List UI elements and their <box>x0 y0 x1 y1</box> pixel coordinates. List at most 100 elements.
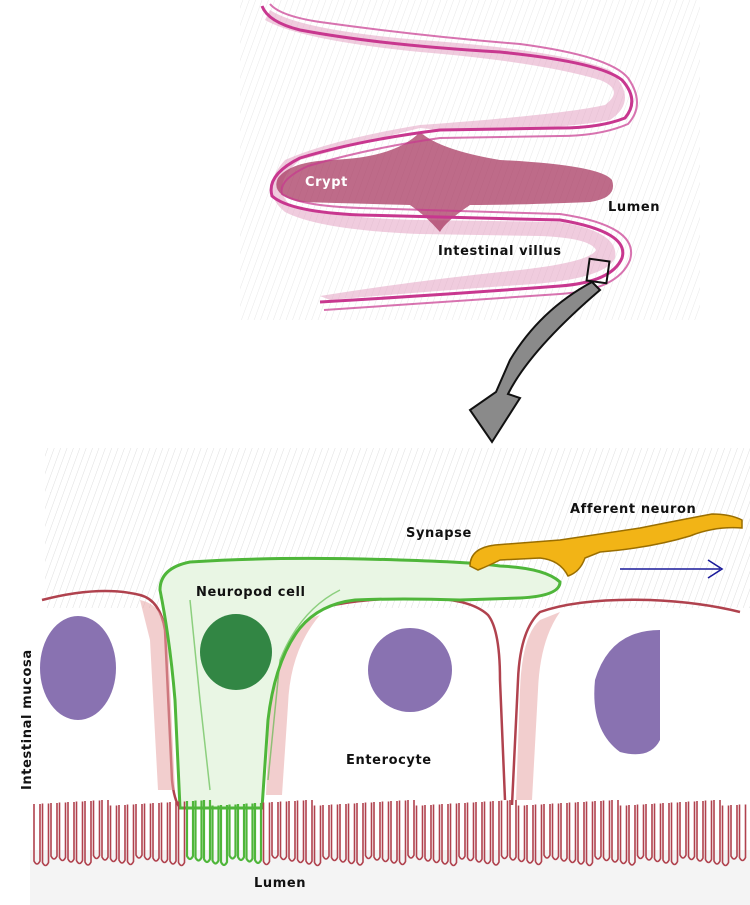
signal-direction-arrow <box>620 559 724 579</box>
label-neuropod-cell: Neuropod cell <box>196 585 306 600</box>
microvillus <box>356 803 364 866</box>
microvillus <box>202 800 212 864</box>
microvillus <box>373 802 381 861</box>
microvillus <box>347 803 356 865</box>
microvillus <box>228 804 237 860</box>
microvillus <box>245 803 254 863</box>
microvillus <box>219 805 229 867</box>
enterocyte-left-wall <box>41 589 182 809</box>
microvillus <box>126 804 135 866</box>
microvillus <box>169 802 177 865</box>
neuropod-process-inner <box>189 589 341 791</box>
label-lumen-top: Lumen <box>608 200 661 215</box>
microvillus <box>628 805 636 866</box>
microvillus <box>92 800 101 860</box>
enterocyte-nucleus-left <box>40 616 116 720</box>
microvillus <box>152 803 160 862</box>
microvillus <box>330 804 339 862</box>
microvillus <box>534 804 543 866</box>
microvillus <box>670 802 679 866</box>
microvillus <box>288 801 296 862</box>
microvillus <box>543 804 551 859</box>
neuropod-nucleus <box>200 614 272 690</box>
microvillus <box>730 805 738 860</box>
microvillus <box>50 803 58 860</box>
microvillus <box>313 805 322 867</box>
label-crypt: Crypt <box>305 175 348 190</box>
microvillus <box>721 805 730 867</box>
microvillus <box>118 805 126 864</box>
microvillus <box>517 805 526 863</box>
microvillus <box>594 801 602 860</box>
microvillus <box>568 802 577 864</box>
microvillus <box>713 800 721 865</box>
microvillus <box>109 805 118 863</box>
microvillus <box>339 804 347 863</box>
microvillus <box>84 801 92 866</box>
microvillus <box>322 805 330 860</box>
microvillus <box>619 805 628 865</box>
microvillus <box>636 804 645 860</box>
villus-tissue-wash <box>265 10 625 300</box>
microvillus <box>662 803 670 864</box>
microvillus <box>305 800 313 865</box>
crypt-shape <box>276 132 614 232</box>
microvillus <box>441 804 449 865</box>
microvillus <box>296 800 305 864</box>
microvillus <box>687 801 696 861</box>
microvillus <box>160 802 169 864</box>
enterocyte-nucleus-right <box>594 630 660 755</box>
microvillus <box>236 804 246 862</box>
label-enterocyte: Enterocyte <box>346 753 432 768</box>
microvillus <box>432 804 441 864</box>
microvillus <box>560 803 568 862</box>
microvillus <box>458 803 466 860</box>
microvilli-brush-border <box>33 800 747 867</box>
label-lumen-bottom: Lumen <box>254 876 307 891</box>
microvillus <box>58 802 67 862</box>
villus-epithelium-outline <box>260 5 634 304</box>
label-intestinal-mucosa: Intestinal mucosa <box>20 649 35 790</box>
lumen-bottom-shading <box>30 850 750 905</box>
microvillus <box>611 800 619 863</box>
villus-region <box>240 0 700 320</box>
label-afferent-neuron: Afferent neuron <box>570 502 697 517</box>
microvillus <box>526 805 534 864</box>
microvillus <box>679 802 687 859</box>
microvillus <box>398 800 407 866</box>
microvillus <box>143 803 152 861</box>
label-intestinal-villus: Intestinal villus <box>438 244 562 259</box>
microvillus <box>509 800 517 861</box>
microvillus <box>577 802 585 865</box>
microvillus <box>645 804 653 861</box>
cell-region <box>30 448 750 905</box>
microvillus <box>271 802 279 859</box>
villus-epithelium-inner <box>269 3 638 311</box>
microvillus <box>390 801 398 864</box>
microvillus <box>585 801 594 867</box>
microvillus <box>67 802 75 863</box>
microvillus <box>738 804 747 862</box>
microvillus <box>407 800 415 859</box>
label-synapse: Synapse <box>406 526 472 541</box>
enterocyte-nucleus-middle <box>368 628 452 712</box>
microvillus <box>492 801 500 866</box>
microvillus <box>211 805 220 865</box>
microvillus <box>602 800 611 862</box>
zoom-region-box <box>585 257 611 285</box>
microvillus <box>466 802 475 862</box>
microvillus <box>279 801 288 861</box>
neuropod-cell-body <box>158 556 562 810</box>
microvillus <box>364 802 373 860</box>
zoom-arrow <box>468 280 602 444</box>
microvillus <box>551 803 560 861</box>
microvillus <box>500 800 509 860</box>
microvillus <box>653 803 662 863</box>
microvillus <box>75 801 84 865</box>
microvillus <box>185 801 195 861</box>
microvillus <box>253 803 263 865</box>
microvillus <box>449 803 458 867</box>
microvillus <box>483 801 492 865</box>
